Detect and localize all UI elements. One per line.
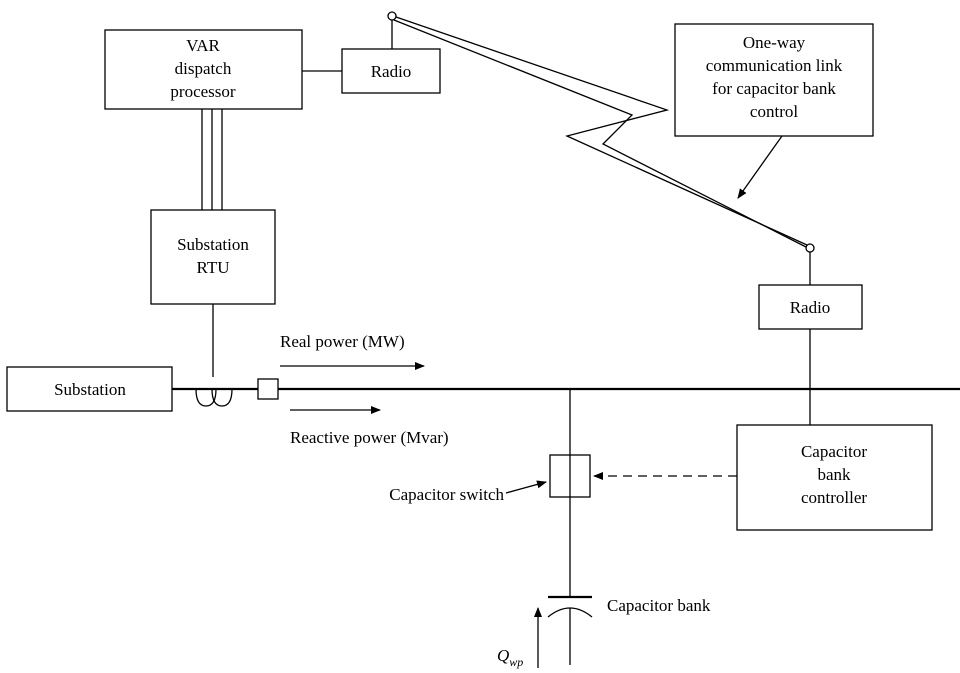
rtu-line-1: Substation	[177, 235, 249, 254]
comm-link-line-2: communication link	[706, 56, 843, 75]
radio-top-label: Radio	[371, 62, 412, 81]
controller-line-3: controller	[801, 488, 867, 507]
antenna-top	[387, 11, 397, 49]
substation-box: Substation	[6, 366, 173, 412]
capacitor-bank-label: Capacitor bank	[607, 596, 711, 615]
capacitor-switch-label: Capacitor switch	[389, 485, 504, 504]
radio-right-box: Radio	[758, 284, 863, 425]
capacitor-bank-icon	[547, 595, 593, 665]
comm-link-line-1: One-way	[743, 33, 806, 52]
antenna-right	[805, 243, 815, 285]
radio-top-box: Radio	[302, 48, 441, 94]
real-power-flow: Real power (MW)	[280, 332, 425, 370]
rtu-line-2: RTU	[197, 258, 230, 277]
radio-link	[393, 16, 808, 248]
controller-line-2: bank	[817, 465, 851, 484]
var-processor-line-3: processor	[170, 82, 235, 101]
q-wp-main: Q	[497, 646, 509, 665]
capacitor-bank-controller-box: Capacitor bank controller	[736, 424, 933, 531]
radio-right-label: Radio	[790, 298, 831, 317]
substation-rtu-box: Substation RTU	[150, 209, 276, 305]
breaker-icon	[257, 378, 279, 400]
comm-link-line-3: for capacitor bank	[712, 79, 836, 98]
var-dispatch-processor-box: VAR dispatch processor	[104, 29, 303, 110]
reactive-power-label: Reactive power (Mvar)	[290, 428, 449, 447]
real-power-label: Real power (MW)	[280, 332, 405, 351]
q-wp-label: Qwp	[497, 646, 523, 669]
var-processor-line-2: dispatch	[175, 59, 232, 78]
rtu-data-lines	[201, 109, 223, 210]
comm-link-label-box: One-way communication link for capacitor…	[674, 23, 874, 199]
substation-label: Substation	[54, 380, 126, 399]
var-processor-line-1: VAR	[186, 36, 220, 55]
capacitor-switch-callout: Capacitor switch	[389, 480, 547, 504]
comm-link-line-4: control	[750, 102, 798, 121]
reactive-power-flow: Reactive power (Mvar)	[290, 406, 449, 447]
current-transformer-icon	[195, 388, 233, 407]
capacitor-switch-icon	[549, 454, 591, 498]
controller-line-1: Capacitor	[801, 442, 867, 461]
comm-link-pointer-arrow	[737, 135, 783, 199]
q-wp-subscript: wp	[509, 655, 523, 669]
